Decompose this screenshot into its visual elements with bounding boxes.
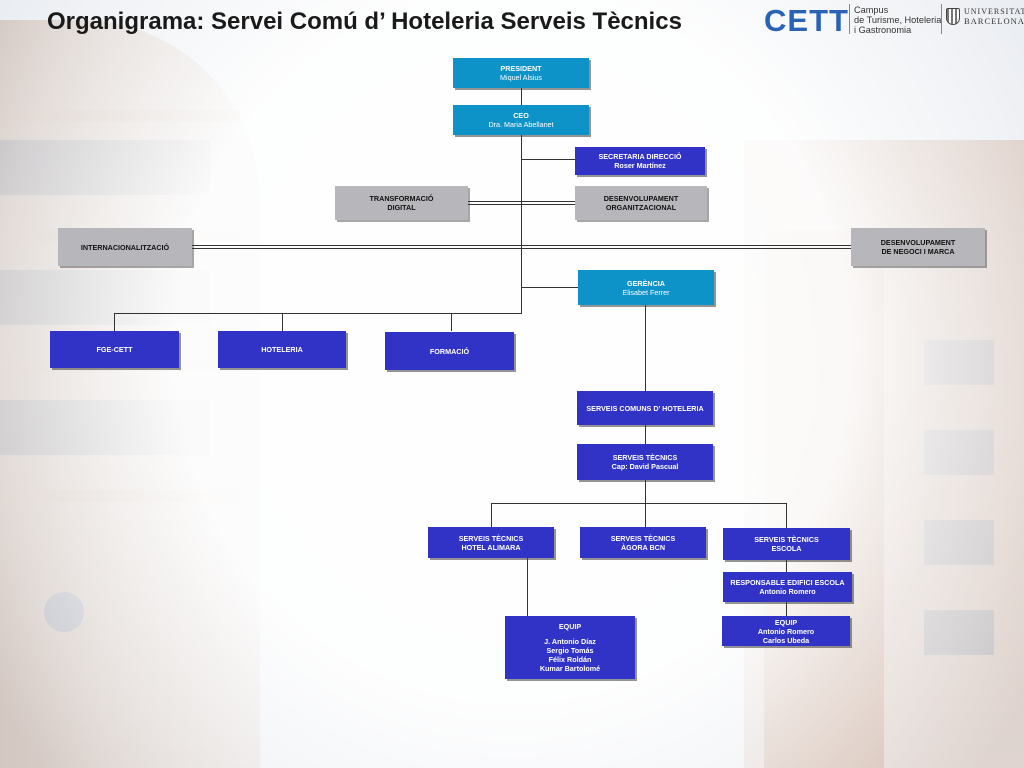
node-formacio[interactable]: FORMACIÓ	[385, 332, 514, 370]
node-serveis-tecnics-hotel-alimara[interactable]: SERVEIS TÈCNICS HOTEL ALIMARA	[428, 527, 554, 558]
node-equip-hotel[interactable]: EQUIP J. Antonio Díaz Sergio Tomás Félix…	[505, 616, 635, 679]
node-internacionalitzacio[interactable]: INTERNACIONALITZACIÓ	[58, 228, 192, 266]
node-serveis-tecnics-agora-bcn[interactable]: SERVEIS TÈCNICS ÀGORA BCN	[580, 527, 706, 558]
node-desenvolupament-organitzacional[interactable]: DESENVOLUPAMENT ORGANITZACIONAL	[575, 186, 707, 220]
university-seal-icon	[946, 8, 960, 25]
node-gerencia[interactable]: GERÈNCIA Elisabet Ferrer	[578, 270, 714, 305]
node-hoteleria[interactable]: HOTELERIA	[218, 331, 346, 368]
university-logo: UNIVERSITAT DE BARCELONA	[946, 6, 1024, 32]
node-serveis-tecnics-escola[interactable]: SERVEIS TÈCNICS ESCOLA	[723, 528, 850, 560]
node-serveis-comuns-hoteleria[interactable]: SERVEIS COMUNS D’ HOTELERIA	[577, 391, 713, 425]
cett-wordmark: CETT	[764, 3, 849, 38]
node-president[interactable]: PRESIDENT Miquel Alsius	[453, 58, 589, 88]
node-responsable-edifici-escola[interactable]: RESPONSABLE EDIFICI ESCOLA Antonio Romer…	[723, 572, 852, 602]
page-title: Organigrama: Servei Comú d’ Hoteleria Se…	[47, 8, 682, 35]
node-ceo[interactable]: CEO Dra. Maria Abellanet	[453, 105, 589, 135]
node-serveis-tecnics[interactable]: SERVEIS TÈCNICS Cap: David Pascual	[577, 444, 713, 480]
campus-text: Campus de Turisme, Hoteleria i Gastronom…	[854, 5, 942, 35]
node-fge-cett[interactable]: FGE-CETT	[50, 331, 179, 368]
node-desenvolupament-negoci[interactable]: DESENVOLUPAMENT DE NEGOCI I MARCA	[851, 228, 985, 266]
node-equip-escola[interactable]: EQUIP Antonio Romero Carlos Ubeda	[722, 616, 850, 646]
node-transformacio-digital[interactable]: TRANSFORMACIÓ DIGITAL	[335, 186, 468, 220]
cett-logo: CETT Campus de Turisme, Hoteleria i Gast…	[764, 2, 1024, 38]
node-secretaria-direccio[interactable]: SECRETARIA DIRECCIÓ Roser Martínez	[575, 147, 705, 175]
